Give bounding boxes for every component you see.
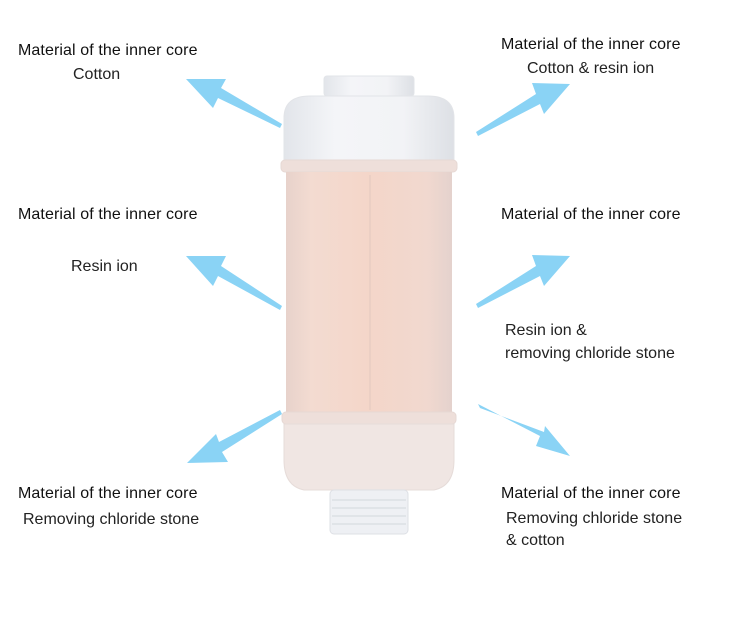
callout-middle-right-title: Material of the inner core [501, 206, 681, 223]
arrow-top-left-icon [186, 79, 282, 128]
arrow-middle-left-icon [186, 256, 282, 310]
callout-middle-left-title: Material of the inner core [18, 206, 198, 223]
filter-cartridge [280, 75, 458, 535]
callout-bottom-left-title: Material of the inner core [18, 485, 198, 502]
arrow-middle-right-icon [476, 255, 570, 308]
arrow-bottom-left-icon [187, 410, 282, 463]
callout-bottom-right-desc-line2: & cotton [506, 532, 565, 549]
callout-bottom-right-desc-line1: Removing chloride stone [506, 510, 683, 527]
arrow-top-right-icon [476, 83, 570, 136]
arrow-bottom-right-icon [478, 404, 570, 456]
callout-bottom-right-title: Material of the inner core [501, 485, 681, 502]
callout-top-left-title: Material of the inner core [18, 42, 198, 59]
callout-top-right-desc: Cotton & resin ion [527, 60, 655, 77]
callout-middle-right-desc-line2: removing chloride stone [505, 345, 675, 362]
callout-middle-left-desc: Resin ion [71, 258, 138, 275]
callout-top-right-title: Material of the inner core [501, 36, 681, 53]
callout-middle-right-desc-line1: Resin ion & [505, 322, 587, 339]
callout-bottom-left-desc: Removing chloride stone [23, 511, 200, 528]
callout-top-left-desc: Cotton [73, 66, 121, 83]
